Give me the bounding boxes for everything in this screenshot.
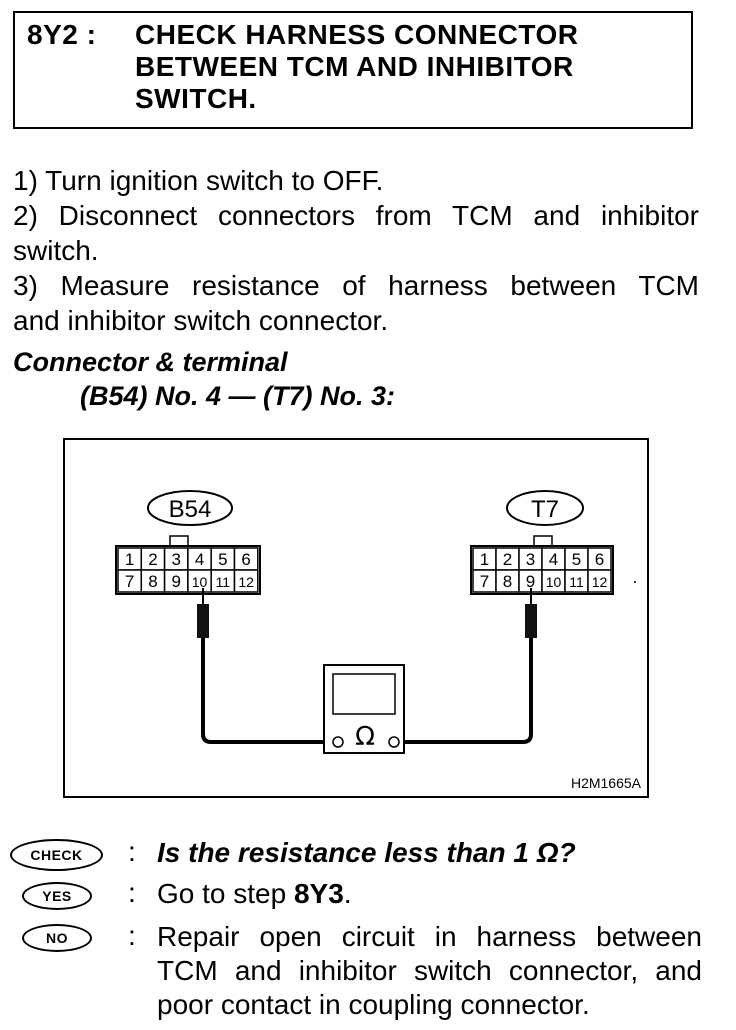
instruction-line: 3) Measure resistance of harness between… <box>13 270 699 301</box>
instruction-line: and inhibitor switch connector. <box>13 305 389 336</box>
t7-terminal-number: 6 <box>595 550 604 569</box>
t7-terminal-number: 5 <box>572 550 581 569</box>
b54-terminal-number: 8 <box>148 572 157 591</box>
figure-code: H2M1665A <box>571 775 642 791</box>
check-badge: CHECK <box>10 839 103 871</box>
t7-terminal-number: 7 <box>480 572 489 591</box>
b54-label: B54 <box>169 496 212 523</box>
no-answer-line: poor contact in coupling connector. <box>157 989 590 1020</box>
colon: : <box>128 877 136 908</box>
b54-terminal-number: 1 <box>125 550 134 569</box>
t7-label: T7 <box>531 496 559 523</box>
step-title: CHECK HARNESS CONNECTOR BETWEEN TCM AND … <box>135 19 655 115</box>
b54-latch <box>169 535 189 547</box>
t7-terminal-number: 8 <box>503 572 512 591</box>
t7-terminal-number: 9 <box>526 572 535 591</box>
step-title-line: SWITCH. <box>135 83 257 114</box>
t7-terminal-number: 2 <box>503 550 512 569</box>
t7-terminal-number: 4 <box>549 550 558 569</box>
b54-label-oval <box>147 490 233 526</box>
ohmmeter: Ω <box>323 664 405 754</box>
left-probe <box>197 604 209 638</box>
t7-terminal-number: 1 <box>480 550 489 569</box>
instruction-line: 2) Disconnect connectors from TCM and in… <box>13 200 699 231</box>
ohmmeter-left-jack <box>332 736 344 748</box>
colon: : <box>128 836 136 867</box>
t7-latch <box>533 535 553 547</box>
step-number: 8Y2 : <box>27 19 97 50</box>
b54-terminal-number: 4 <box>195 550 204 569</box>
b54-terminal-number: 2 <box>148 550 157 569</box>
no-answer-line: TCM and inhibitor switch connector, and <box>157 955 702 986</box>
t7-terminal-number: 11 <box>569 574 584 590</box>
step-title-line: BETWEEN TCM AND INHIBITOR <box>135 51 574 82</box>
right-probe <box>525 604 537 638</box>
ohmmeter-display <box>332 673 396 715</box>
yes-answer-text: Go to step <box>157 878 294 909</box>
b54-terminal-number: 3 <box>172 550 181 569</box>
b54-terminal-number: 10 <box>192 574 208 590</box>
t7-terminal-cell <box>587 569 612 593</box>
yes-badge: YES <box>22 882 92 910</box>
instruction-line: switch. <box>13 235 99 266</box>
step-title-line: CHECK HARNESS CONNECTOR <box>135 19 579 50</box>
no-answer-line: Repair open circuit in harness between <box>157 921 702 952</box>
t7-label-oval <box>506 490 584 526</box>
b54-terminal-number: 11 <box>216 574 231 590</box>
t7-terminal-number: 12 <box>592 574 608 590</box>
t7-terminal-number: 10 <box>546 574 562 590</box>
check-question: Is the resistance less than 1 Ω? <box>157 837 576 868</box>
yes-step-link: 8Y3 <box>293 878 344 909</box>
b54-terminal-number: 7 <box>125 572 134 591</box>
ohmmeter-right-jack <box>388 736 400 748</box>
b54-terminal-number: 9 <box>172 572 181 591</box>
t7-terminal-number: 3 <box>526 550 535 569</box>
instruction-line: 1) Turn ignition switch to OFF. <box>13 165 384 196</box>
b54-terminal-number: 5 <box>218 550 227 569</box>
stray-mark <box>634 581 636 583</box>
connector-terminal-value: (B54) No. 4 — (T7) No. 3: <box>80 381 396 411</box>
no-answer: Repair open circuit in harness between T… <box>157 920 702 1022</box>
ohm-symbol: Ω <box>355 722 375 752</box>
colon: : <box>128 920 136 951</box>
connector-terminal-label: Connector & terminal <box>13 347 288 377</box>
b54-terminal-cell <box>233 569 259 593</box>
yes-answer: Go to step 8Y3. <box>157 877 352 911</box>
left-lead-wire <box>201 638 335 744</box>
b54-terminal-number: 12 <box>238 574 254 590</box>
no-badge: NO <box>22 924 92 952</box>
b54-terminal-number: 6 <box>241 550 250 569</box>
right-lead-wire <box>397 638 533 744</box>
instruction-list: 1) Turn ignition switch to OFF. 2) Disco… <box>13 163 699 338</box>
yes-answer-end: . <box>343 878 352 909</box>
step-header: 8Y2 : CHECK HARNESS CONNECTOR BETWEEN TC… <box>13 11 693 129</box>
